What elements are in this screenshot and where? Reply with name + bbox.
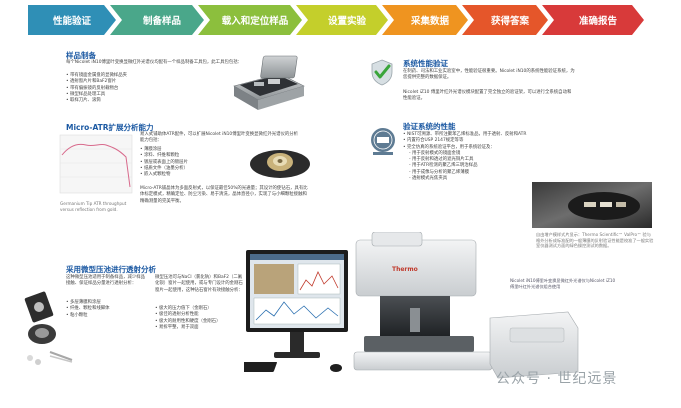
spectrometer-caption: Nicolet iN10傅里叶变换显微红外光谱仪与Nicolet iZ10傅里叶… xyxy=(510,278,616,289)
compression-cell-image xyxy=(24,291,73,365)
sys-verify-text2: Nicolet iZ10 傅里叶红外光谱仪模块配置了完全独立的验证架，可以进行全… xyxy=(403,90,572,102)
watermark: 公众号 · 世纪远景 xyxy=(496,371,618,387)
list-item: • 纸质文件（油墨分析） xyxy=(140,165,188,171)
list-item: • 极佳的透射分析性能 xyxy=(155,312,199,318)
micro-atr-text2: Micro-ATR铺晶体为多面反射式，以保证最佳50%的光通量；其设计的使钻石，… xyxy=(140,186,308,204)
transmission-list1: • 多层薄膜和涂层 • 纤维、颗粒和线脚体 • 粘小颗粒 xyxy=(66,300,148,319)
transmission-title: 采用微型压池进行透射分析 xyxy=(66,265,156,274)
sample-prep-title: 样品制备 xyxy=(66,51,96,60)
list-item: • 取样刀片、滚筒 xyxy=(66,98,101,104)
transmission-text2: 微型压池可与NaCl（氯化钠）和BaF2（二氟化钡）窗片一起使用，或与专门设计的… xyxy=(155,275,243,293)
micro-atr-title: Micro-ATR扩展分析能力 xyxy=(66,123,154,132)
thermo-brand-label: Thermo xyxy=(392,266,418,273)
list-item: • 极大的压力值下（金刚石） xyxy=(155,306,212,311)
atr-accessory-image xyxy=(250,150,310,178)
list-item: • 纤维、颗粒和线脚体 xyxy=(66,306,110,312)
sys-verify-text: 在制药、司法和工业实验室中，性能验证很重要。Nicolet iN10的系统性能验… xyxy=(403,69,575,81)
atr-chart-caption: Germanium Tip ATR throughput versus refl… xyxy=(60,201,127,212)
list-item: - 透射模式光焦夹具 xyxy=(409,176,448,182)
list-item: - 用于反射和透过的遮光铜片工具 xyxy=(409,157,474,163)
list-item: • 带有偏振镜的反射载物台 xyxy=(66,85,119,91)
verify-perf-title: 验证系统的性能 xyxy=(403,122,456,131)
workflow-step-4: 设置实验 xyxy=(296,5,388,35)
workflow-step-7: 准确报告 xyxy=(542,5,644,35)
spectrometer-image xyxy=(353,232,579,379)
list-item: • NIST可溯源、带所注聚苯乙烯标准品，用于透射、反射和ATR xyxy=(403,132,527,137)
workflow-step-5: 采集数据 xyxy=(382,5,468,35)
workflow-step-1: 性能验证 xyxy=(28,5,116,35)
list-item: • 微型样品处理工具 xyxy=(66,91,106,97)
list-item: • 完全仿真的系统验证平台，用于系统验证及： xyxy=(403,144,495,150)
list-item: • 极大的耐用性和硬度（金刚石） xyxy=(155,318,221,324)
sample-prep-intro: 每个Nicolet iN10傅里叶变换显微红外光谱仪均配有一个样品制备工具包，此… xyxy=(66,60,243,65)
list-item: • 内置符合USP 2147规定等等 xyxy=(403,138,464,144)
validation-plate-image xyxy=(532,182,652,228)
workflow-step-3: 载入和定位样品 xyxy=(198,5,302,35)
list-item: • 多层薄膜和涂层 xyxy=(66,300,101,305)
micro-atr-list: • 薄膜涂层 • 涂料、纤维和颗粒 • 镀层或表面上的镀层片 • 纸质文件（油墨… xyxy=(140,147,240,178)
atr-throughput-chart xyxy=(59,134,133,194)
list-item: - 用于反射模式的镜面金镜 xyxy=(409,150,461,156)
workflow-step-2: 制备样品 xyxy=(110,5,204,35)
transmission-list2: • 极大的压力值下（金刚石） • 极佳的透射分析性能 • 极大的耐用性和硬度（金… xyxy=(155,306,245,331)
workflow-step-6: 获得答案 xyxy=(462,5,548,35)
list-item: • 带有镜面金属盘的显微样品夹 xyxy=(66,73,128,78)
astm-logo-icon xyxy=(371,128,395,155)
list-item: • 镀层或表面上的镀层片 xyxy=(140,159,188,165)
list-item: • 嵌入式颗粒物 xyxy=(140,172,171,178)
sys-verify-title: 系统性能验证 xyxy=(403,59,448,68)
list-item: • 涂料、纤维和颗粒 xyxy=(140,153,180,159)
sample-prep-list: • 带有镜面金属盘的显微样品夹 • 透射窗片片和BaF2窗片 • 带有偏振镜的反… xyxy=(66,73,236,104)
sample-prep-kit-image xyxy=(233,55,305,110)
transmission-text1: 这种微型压池适用于制备样品，减少样品接触、保证样品分量进行透射分析： xyxy=(66,275,146,287)
shield-check-icon xyxy=(371,59,393,86)
validation-caption: 自由增产模样式片显示：Thermo Scientific™ ValPro™ 验与… xyxy=(536,232,654,249)
list-item: • 薄膜涂层 xyxy=(140,147,162,152)
list-item: • 易拆平整，易于双面 xyxy=(155,324,199,330)
micro-atr-text: 易入式铺助体ATR配件，可以扩展Nicolet iN10傅里叶变换显微红外光谱仪… xyxy=(140,132,299,144)
list-item: • 透射窗片片和BaF2窗片 xyxy=(66,79,117,85)
verify-perf-list: • NIST可溯源、带所注聚苯乙烯标准品，用于透射、反射和ATR • 内置符合U… xyxy=(403,132,543,182)
list-item: - 用于成像与分析的聚乙烯薄膜 xyxy=(409,169,470,175)
monitor-image xyxy=(244,250,348,372)
list-item: • 粘小颗粒 xyxy=(66,312,88,318)
list-item: - 用于ATR检测的聚乙烯三明治样品 xyxy=(409,163,478,169)
